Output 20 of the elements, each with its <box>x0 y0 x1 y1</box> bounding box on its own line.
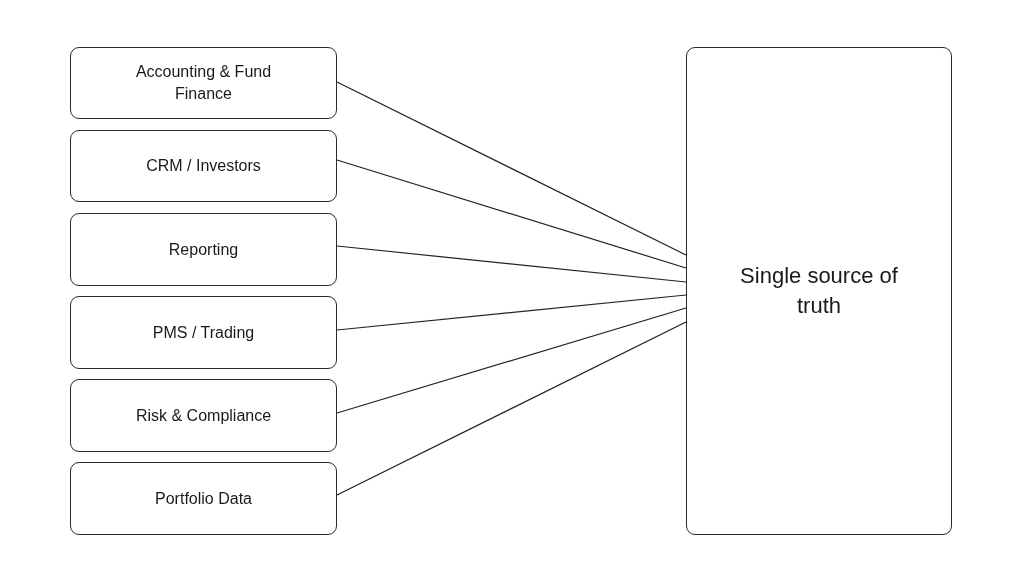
connector-line <box>336 159 687 269</box>
system-box <box>70 130 337 202</box>
box-label: Portfolio Data <box>155 488 252 509</box>
system-box <box>70 47 337 119</box>
box-label: Reporting <box>168 239 239 260</box>
system-box <box>70 462 337 535</box>
system-box <box>70 379 337 452</box>
connector-line <box>336 294 687 331</box>
connector-line <box>336 245 687 283</box>
box-label: Risk & Compliance <box>135 405 272 426</box>
box-label: Single source of truth <box>739 262 899 320</box>
system-box <box>70 213 337 286</box>
box-label: PMS / Trading <box>152 322 255 343</box>
system-box <box>70 296 337 369</box>
connector-line <box>336 321 687 496</box>
system-box <box>686 47 952 535</box>
box-label: CRM / Investors <box>146 156 261 177</box>
connector-line <box>336 307 687 414</box>
connector-line <box>336 81 687 256</box>
box-label: Accounting & Fund Finance <box>134 62 273 104</box>
